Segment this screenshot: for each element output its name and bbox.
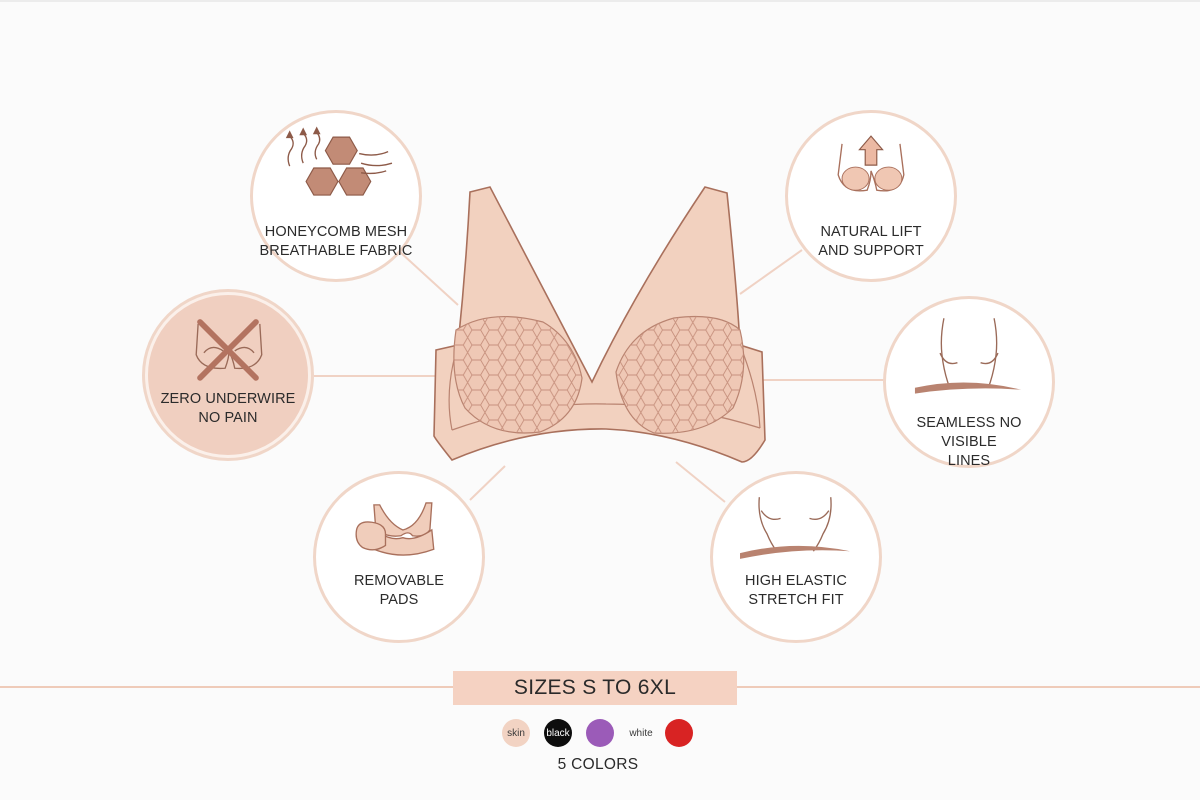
label-line: NATURAL LIFT (820, 224, 922, 240)
connector-honeycomb (399, 251, 459, 306)
label-line: ZERO UNDERWIRE (160, 391, 296, 407)
color-swatches: skin black white (502, 719, 702, 749)
feature-pads: REMOVABLE PADS (313, 471, 485, 643)
label-line: BREATHABLE FABRIC (259, 243, 413, 259)
sizes-banner: SIZES S TO 6XL (453, 671, 737, 705)
feature-elastic: HIGH ELASTIC STRETCH FIT (710, 471, 882, 643)
connector-elastic (675, 461, 726, 503)
label-line: AND SUPPORT (818, 243, 924, 259)
feature-elastic-label: HIGH ELASTIC STRETCH FIT (719, 572, 873, 610)
swatch-black[interactable]: black (544, 719, 572, 747)
no-underwire-icon (195, 319, 263, 381)
feature-honeycomb: HONEYCOMB MESH BREATHABLE FABRIC (250, 110, 422, 282)
honeycomb-icon (285, 126, 393, 196)
feature-underwire: ZERO UNDERWIRE NO PAIN (145, 292, 311, 458)
label-line: STRETCH FIT (748, 592, 844, 608)
label-line: HONEYCOMB MESH (264, 224, 408, 240)
seamless-torso-icon (914, 318, 1022, 394)
feature-pads-label: REMOVABLE PADS (322, 572, 476, 610)
connector-lift (739, 249, 803, 295)
swatch-skin[interactable]: skin (502, 719, 530, 747)
label-line: LINES (947, 453, 991, 469)
swatch-label: white (629, 727, 653, 739)
label-line: SEAMLESS NO VISIBLE (916, 415, 1022, 450)
connector-pads (469, 465, 506, 501)
feature-lift: NATURAL LIFT AND SUPPORT (785, 110, 957, 282)
colors-count: 5 COLORS (557, 756, 639, 773)
label-line: NO PAIN (198, 410, 258, 426)
swatch-purple[interactable] (586, 719, 614, 747)
removable-pads-icon (355, 502, 435, 556)
feature-underwire-label: ZERO UNDERWIRE NO PAIN (154, 390, 302, 428)
feature-honeycomb-label: HONEYCOMB MESH BREATHABLE FABRIC (259, 223, 413, 261)
left-cup-mesh (453, 316, 582, 433)
connector-lines (314, 249, 884, 503)
swatch-label: black (546, 727, 570, 739)
stretch-torso-icon (740, 497, 851, 559)
swatch-white[interactable]: white (624, 719, 658, 747)
label-line: PADS (379, 592, 419, 608)
bra-body (433, 186, 766, 463)
swatch-red[interactable] (665, 719, 693, 747)
feature-lift-label: NATURAL LIFT AND SUPPORT (794, 223, 948, 261)
feature-seamless: SEAMLESS NO VISIBLE LINES (883, 296, 1055, 471)
label-line: REMOVABLE (353, 573, 445, 589)
feature-seamless-label: SEAMLESS NO VISIBLE LINES (892, 414, 1046, 471)
lift-arrow-icon (837, 135, 905, 192)
swatch-label: skin (507, 727, 525, 739)
label-line: HIGH ELASTIC (745, 573, 847, 589)
sizes-text: SIZES S TO 6XL (513, 676, 677, 699)
up-arrow (858, 135, 884, 166)
